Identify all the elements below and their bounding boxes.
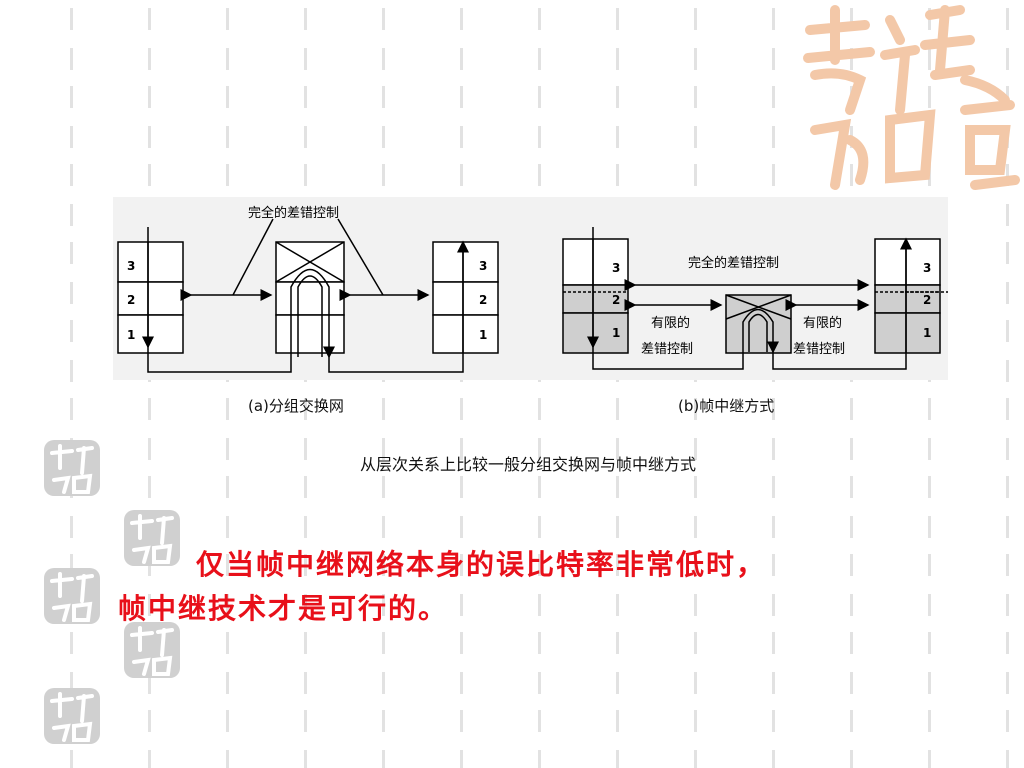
label-full-error-control-a: 完全的差错控制 bbox=[248, 205, 339, 221]
label-limited-left-2: 差错控制 bbox=[641, 342, 693, 357]
decorative-stamp bbox=[124, 510, 180, 566]
protocol-layer-diagram: 3 2 1 3 2 1 完全的差错控制 bbox=[113, 197, 948, 380]
decorative-stamp bbox=[44, 440, 100, 496]
layer-label-b-right-1: 1 bbox=[923, 326, 931, 340]
layer-label-a-right-3: 3 bbox=[479, 259, 487, 273]
caption-frame-relay: (b)帧中继方式 bbox=[678, 397, 775, 415]
diagram-a bbox=[117, 218, 499, 373]
decorative-logo bbox=[803, 5, 1020, 190]
decorative-stamp bbox=[44, 568, 100, 624]
layer-label-b-left-3: 3 bbox=[612, 261, 620, 275]
decorative-stamp bbox=[44, 688, 100, 744]
layer-label-b-right-2: 2 bbox=[923, 293, 931, 307]
layer-label-a-right-1: 1 bbox=[479, 328, 487, 342]
label-limited-right-2: 差错控制 bbox=[793, 342, 845, 357]
caption-packet-switching: (a)分组交换网 bbox=[248, 397, 344, 415]
layer-label-a-left-3: 3 bbox=[127, 259, 135, 273]
figure-caption: 从层次关系上比较一般分组交换网与帧中继方式 bbox=[360, 455, 697, 474]
decorative-stamp bbox=[124, 622, 180, 678]
label-limited-left-1: 有限的 bbox=[651, 315, 690, 331]
layer-label-b-right-3: 3 bbox=[923, 261, 931, 275]
body-line-1: 仅当帧中继网络本身的误比特率非常低时， bbox=[196, 548, 767, 581]
layer-label-a-right-2: 2 bbox=[479, 293, 487, 307]
layer-label-b-left-2: 2 bbox=[612, 293, 620, 307]
layer-label-b-left-1: 1 bbox=[612, 326, 620, 340]
body-line-2: 帧中继技术才是可行的。 bbox=[118, 592, 449, 625]
label-full-error-control-b: 完全的差错控制 bbox=[688, 255, 779, 271]
label-limited-right-1: 有限的 bbox=[803, 315, 842, 331]
layer-label-a-left-1: 1 bbox=[127, 328, 135, 342]
body-paragraph: 仅当帧中继网络本身的误比特率非常低时， 帧中继技术才是可行的。 bbox=[118, 543, 948, 631]
layer-label-a-left-2: 2 bbox=[127, 293, 135, 307]
